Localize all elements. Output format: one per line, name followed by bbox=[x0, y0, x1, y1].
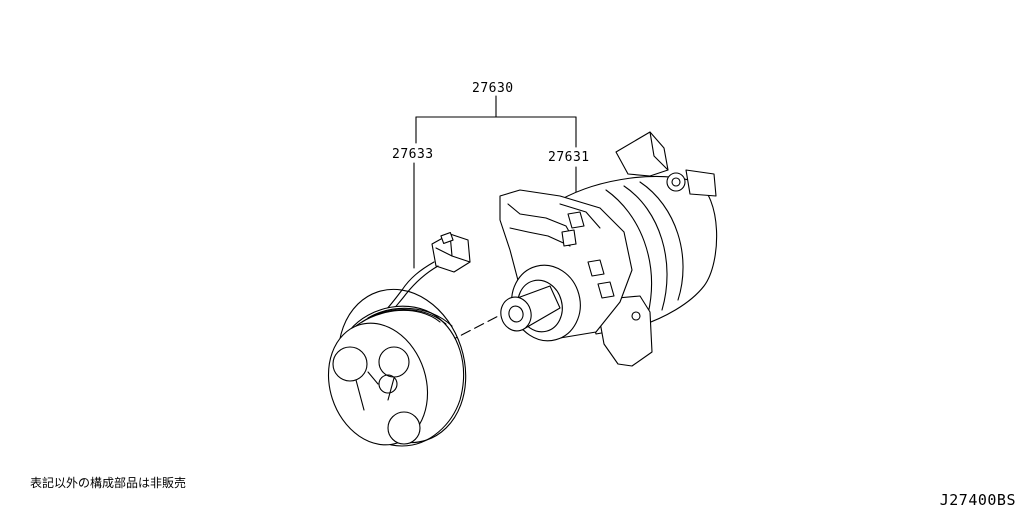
non-sale-note: 表記以外の構成部品は非販売 bbox=[30, 476, 187, 490]
compressor-body bbox=[499, 131, 718, 367]
part-number-compressor: 27631 bbox=[548, 150, 590, 165]
axis-dash-line bbox=[447, 309, 511, 343]
part-number-clutch: 27633 bbox=[392, 147, 434, 162]
part-number-assembly: 27630 bbox=[472, 81, 514, 96]
diagram-code: J27400BS bbox=[939, 491, 1016, 509]
leader-lines bbox=[413, 95, 577, 269]
clutch-assembly bbox=[327, 231, 471, 447]
